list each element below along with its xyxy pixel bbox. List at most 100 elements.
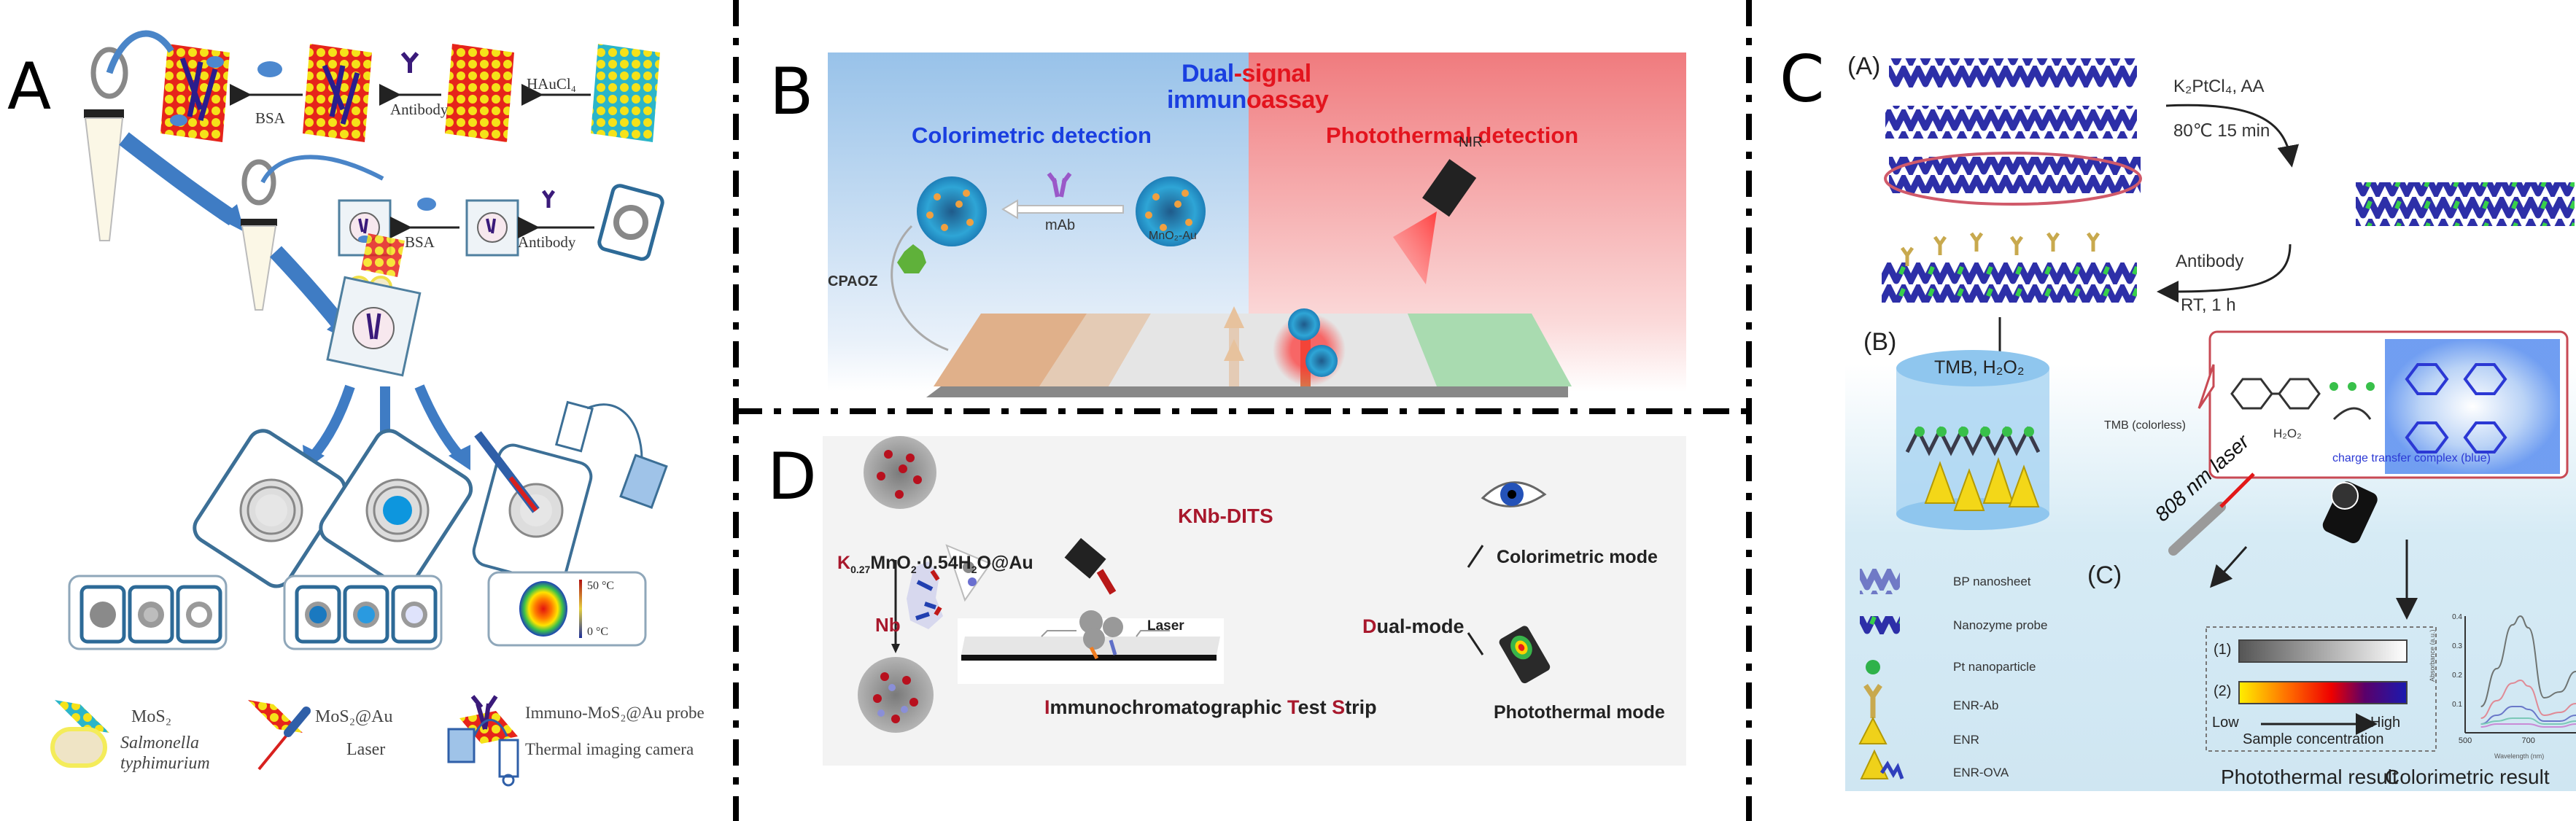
gray-spot-series [68, 575, 228, 650]
spectrum-series-1 [2480, 615, 2576, 707]
d-strip-mmuno: mmunochromatographic [1050, 696, 1288, 718]
nanobody-structure-icon [907, 561, 943, 629]
b-colorimetric-heading: Colorimetric detection [912, 122, 1152, 148]
thermal-camera-icon [1499, 626, 1551, 684]
cpaoz-hapten-icon [897, 244, 926, 273]
c-colorimetric-result: Colorimetric result [2385, 766, 2550, 788]
tube-2 [241, 155, 384, 311]
legend-laser: Laser [346, 740, 386, 759]
d-strip-i: I [1044, 696, 1050, 718]
colorimetric-spectrum-chart: 5007009000.10.20.30.4 [2452, 613, 2576, 745]
b-title-dual: Dual [1182, 60, 1234, 87]
result-chip-gray [193, 429, 347, 588]
chip-antibody [465, 199, 519, 257]
c-h2o2-label: H₂O₂ [2273, 427, 2302, 440]
reaction-cylinder [1896, 350, 2049, 530]
c-concentration-label: Sample concentration [2243, 731, 2384, 747]
gradient-bar-heat [2238, 681, 2408, 704]
legend-mos2-au: MoS₂@Au [315, 707, 393, 726]
chart-y-tick: 0.2 [2452, 672, 2462, 680]
chart-x-tick: 700 [2521, 736, 2534, 745]
immuno-probe-icon [459, 695, 518, 744]
d-nb-label: Nb [875, 614, 901, 636]
mos2-au-sheet [445, 44, 514, 142]
d-strip-label: Immunochromatographic Test Strip [1044, 696, 1377, 719]
d-particle-formula: K0.27MnO2·0.54H2O@Au [837, 553, 1033, 575]
b-title-immun: immun [1167, 86, 1246, 114]
legend-thermal-camera: Thermal imaging camera [525, 740, 694, 758]
chart-y-tick: 0.3 [2452, 642, 2462, 650]
selected-layer-ellipse [1884, 152, 2142, 206]
d-dual-initial: D [1362, 615, 1377, 637]
d-formula-k-sub: 0.27 [850, 564, 871, 575]
spectrum-series-2 [2480, 679, 2576, 719]
nir-laser-icon [1393, 159, 1477, 284]
d-strip-t: T [1287, 696, 1298, 718]
bp-layer-3 [1889, 157, 2141, 193]
panel-b-schematic [891, 159, 1572, 397]
c-low-label: Low [2212, 715, 2239, 731]
chart-y-tick: 0.4 [2452, 613, 2462, 621]
c-subpanel-c: (C) [2087, 561, 2122, 589]
c-step2-conditions: RT, 1 h [2181, 295, 2236, 315]
blue-spot-series [283, 575, 443, 650]
d-formula-end: O@Au [977, 553, 1033, 573]
c-photothermal-result: Photothermal result [2221, 766, 2398, 788]
panel-a-schematic [50, 30, 668, 787]
b-title-line1: Dual-signal [1182, 60, 1311, 88]
chart-x-tick: 500 [2459, 736, 2472, 745]
b-nir-label: NIR [1459, 135, 1483, 150]
pt-decorated-bp [2356, 182, 2575, 226]
test-strip [958, 610, 1224, 684]
c-step1-reagents: K₂PtCl₄, AA [2173, 77, 2265, 96]
b-mno2-au-label: MnO₂-Au [1149, 230, 1197, 242]
b-title-line2: immunoassay [1167, 86, 1329, 114]
d-title: KNb-DITS [1178, 505, 1273, 527]
b-photothermal-heading: Photothermal detection [1326, 122, 1579, 148]
d-strip-s: S [1332, 696, 1346, 718]
antibody-icon [1863, 684, 1882, 718]
antibody-icon [400, 52, 419, 73]
tube-1 [84, 30, 174, 241]
c-high-label: High [2370, 715, 2401, 731]
bsa-sheet [160, 44, 230, 142]
panel-c-schematic: 5007009000.10.20.30.4 [1858, 58, 2576, 779]
eye-icon [1481, 481, 1547, 507]
c-bar-1-label: (1) [2214, 642, 2232, 658]
dual-to-colorimetric-line [1467, 545, 1484, 568]
d-formula-sub3: 2 [971, 564, 977, 575]
camera-icon [2322, 481, 2378, 543]
label-haucl4: HAuCl₄ [527, 75, 576, 93]
c-legend-bp-nanosheet: BP nanosheet [1953, 575, 2031, 588]
d-photothermal-mode: Photothermal mode [1494, 702, 1665, 723]
c-subpanel-b: (B) [1863, 328, 1897, 356]
nanozyme-probe-icon [1860, 616, 1900, 634]
dropper-icon [945, 544, 992, 602]
mab-arrow [1001, 199, 1124, 219]
spectrum-series-4 [2480, 717, 2576, 725]
spectrum-series-5 [2480, 723, 2576, 728]
c-bar-2-label: (2) [2214, 683, 2232, 699]
step2-arrow [2157, 244, 2292, 303]
legend-mos2: MoS₂ [131, 707, 172, 726]
b-title-signal: -signal [1233, 60, 1312, 87]
laser-pen-icon [257, 707, 311, 771]
photothermal-result-box [2205, 626, 2437, 752]
d-dual-mode-label: Dual-mode [1362, 615, 1464, 638]
d-strip-trip: trip [1345, 696, 1377, 718]
b-mab-label: mAb [1045, 217, 1076, 233]
chip-empty [597, 184, 664, 261]
knb-nanoparticle-top [864, 436, 936, 509]
sandwich-complex [326, 233, 422, 377]
label-bsa-mid: BSA [405, 233, 435, 251]
antibody-sheet [303, 44, 372, 142]
thermal-scale-max: 50 °C [587, 580, 615, 592]
bsa-icon [257, 61, 282, 77]
d-strip-est: est [1297, 696, 1332, 718]
laser-device-icon [1064, 537, 1117, 595]
bp-layer-2 [1885, 106, 2137, 139]
mnO2-au-antibody-particle [917, 176, 987, 246]
chart-x-label: Wavelength (nm) [2494, 752, 2545, 760]
panel-letter-d: D [767, 439, 817, 514]
c-tmb-label: TMB (colorless) [2104, 419, 2187, 432]
